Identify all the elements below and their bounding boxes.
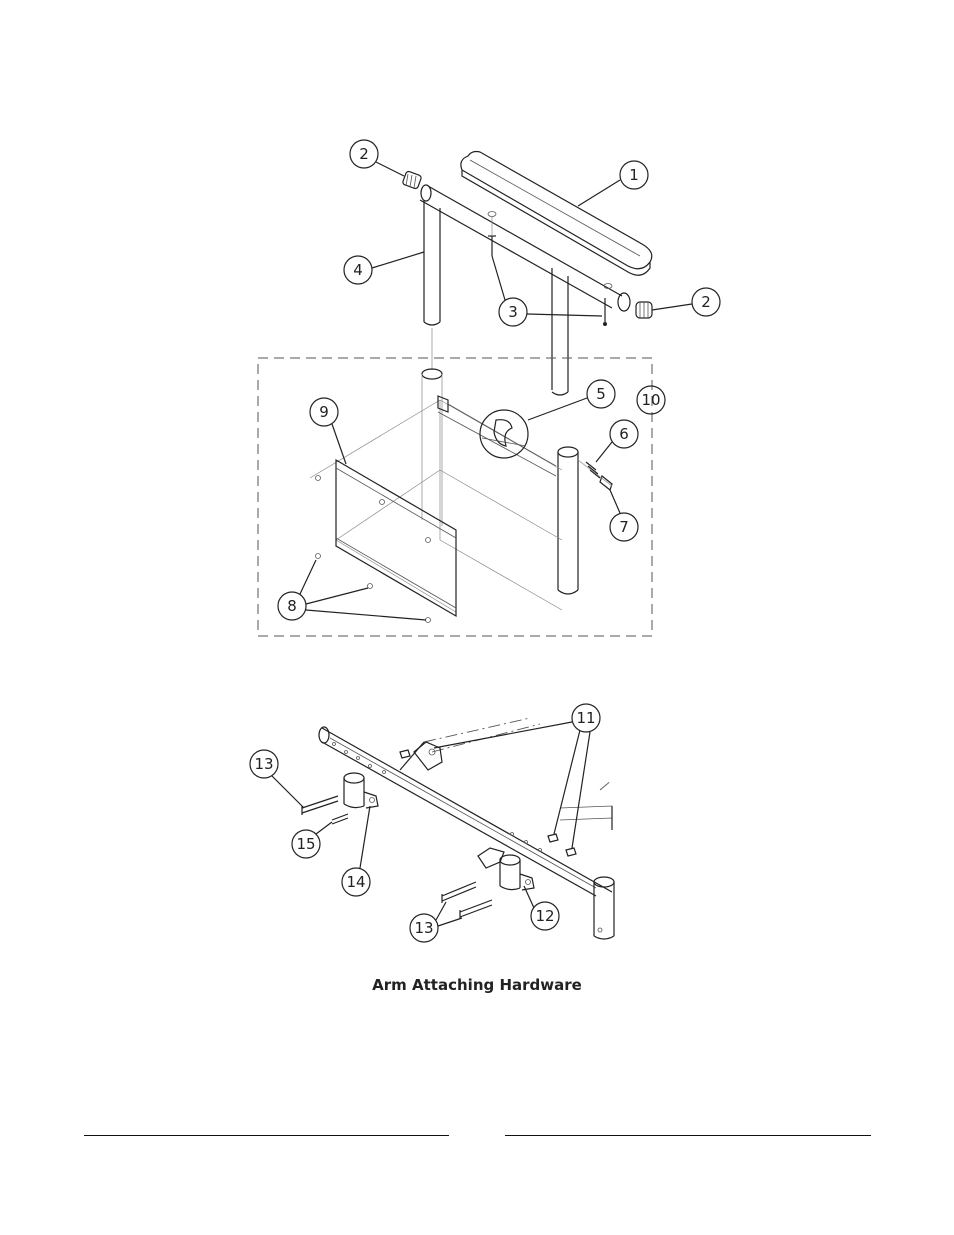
svg-text:13: 13 [414,919,433,937]
callout-2-right: 2 [651,287,721,317]
svg-text:12: 12 [535,907,554,925]
svg-text:13: 13 [254,755,273,773]
footer-rule-left [84,1135,449,1136]
armrest-pad-part [460,150,653,276]
callout-4: 4 [343,251,425,285]
kit-boundary [257,357,653,637]
svg-text:9: 9 [319,403,329,421]
svg-text:15: 15 [296,835,315,853]
svg-text:2: 2 [359,145,369,163]
figure-caption: Arm Attaching Hardware [372,976,582,994]
end-cap-left-part [402,170,422,190]
svg-text:11: 11 [576,709,595,727]
frame-hardware-assembly [301,717,615,940]
callout-13-top: 13 [249,749,305,809]
screws-part [488,216,607,326]
callout-14: 14 [341,805,371,897]
svg-text:6: 6 [619,425,629,443]
callout-5: 5 [527,379,616,421]
callout-11: 11 [433,703,601,849]
svg-text:4: 4 [353,261,363,279]
callout-1: 1 [577,160,649,207]
svg-text:7: 7 [619,518,629,536]
callout-8: 8 [277,559,427,621]
end-cap-right-part [635,301,653,319]
callout-15: 15 [291,821,333,859]
svg-text:2: 2 [701,293,711,311]
callout-10: 10 [636,385,666,415]
callout-6: 6 [595,419,639,463]
armrest-assembly [402,150,653,396]
footer-rule-right [505,1135,871,1136]
svg-text:10: 10 [641,391,660,409]
receiver-panel-assembly [309,368,613,623]
svg-text:8: 8 [287,597,297,615]
callout-12: 12 [523,885,560,931]
svg-text:5: 5 [596,385,606,403]
callout-3: 3 [491,255,603,327]
svg-text:3: 3 [508,303,518,321]
svg-text:14: 14 [346,873,365,891]
callout-13-bottom: 13 [409,901,463,943]
callout-2-left: 2 [349,139,405,177]
svg-text:1: 1 [629,166,639,184]
callout-7: 7 [609,489,639,542]
callout-9: 9 [309,397,347,465]
arm-tube-part [419,184,631,396]
